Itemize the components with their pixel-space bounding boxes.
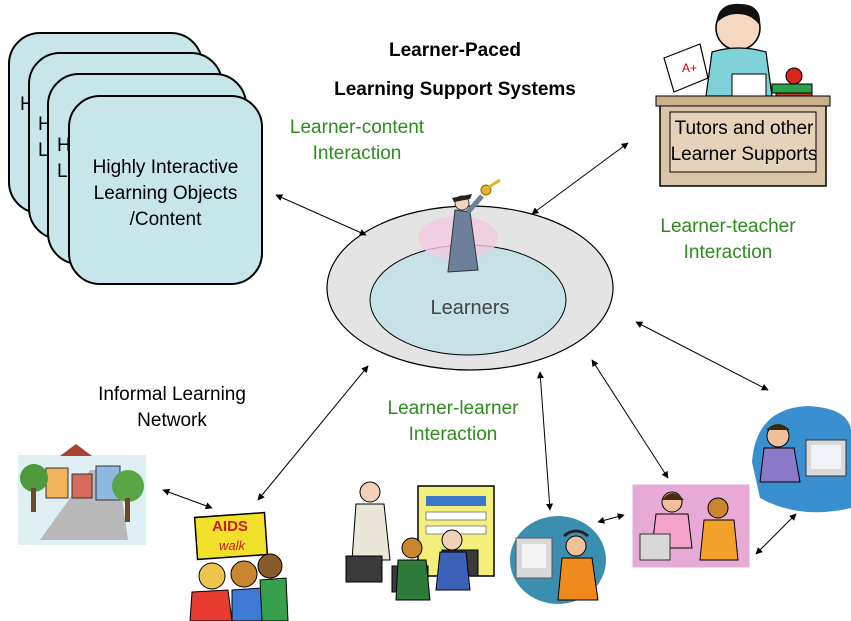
content-card-front: Highly Interactive Learning Objects /Con…	[68, 95, 263, 285]
poster-text-line-2: walk	[219, 538, 247, 553]
svg-text:A+: A+	[682, 61, 697, 75]
computer-user-icon	[752, 406, 851, 513]
office-workers-icon	[631, 483, 751, 569]
learners-label: Learners	[431, 297, 510, 319]
arrow-learners-protest	[257, 365, 369, 501]
card-peek-text: L	[57, 161, 68, 182]
headset-user-icon	[510, 516, 606, 604]
arrow-learners-tutor	[531, 142, 629, 215]
arrow-learners-office	[591, 359, 669, 479]
street-scene-icon	[18, 444, 146, 545]
content-card-label: Highly Interactive Learning Objects /Con…	[92, 157, 239, 230]
arrow-learners-headset	[536, 371, 554, 511]
learner-teacher-label: Learner-teacher Interaction	[660, 216, 796, 263]
card-peek-text: H	[57, 135, 71, 156]
arrow-content-learners	[275, 194, 367, 236]
card-peek-text: L	[38, 140, 49, 161]
arrow-office-computer	[755, 513, 797, 555]
poster-text-line-1: AIDS	[212, 518, 248, 535]
arrow-learners-computer	[635, 321, 769, 391]
learner-content-label: Learner-content Interaction	[289, 117, 425, 164]
arrow-headset-office	[597, 513, 625, 524]
protest-march-icon: AIDS walk	[189, 511, 289, 621]
tutor-label-line-2: Learner Supports	[671, 144, 818, 165]
tutor-at-desk-icon: A+	[655, 3, 831, 187]
classroom-computers-icon	[345, 481, 495, 601]
tutor-label-line-1: Tutors and other	[675, 118, 814, 139]
graduate-with-key-icon	[418, 178, 501, 273]
title-line-1: Learner-Paced	[388, 40, 521, 61]
learner-learner-label: Learner-learner Interaction	[387, 398, 519, 445]
arrow-street-protest	[162, 488, 213, 510]
informal-network-label: Informal Learning Network	[98, 384, 246, 431]
title-line-2: Learning Support Systems	[334, 79, 576, 100]
